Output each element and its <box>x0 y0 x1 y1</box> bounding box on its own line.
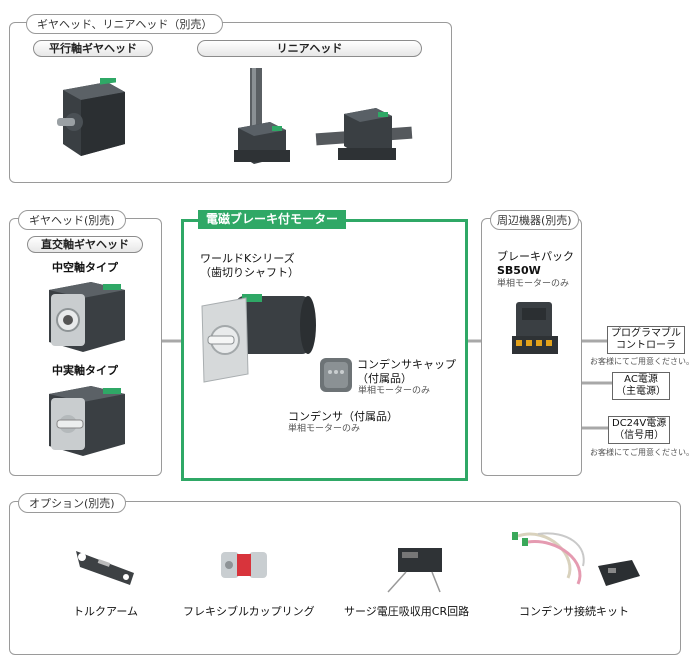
brake-pack-note: 単相モーターのみ <box>497 279 570 289</box>
panel-title: ギヤヘッド(別売) <box>18 210 126 230</box>
panel-title: 周辺機器(別売) <box>490 210 579 230</box>
ac-line2: （主電源） <box>616 386 666 397</box>
parallel-gearhead-pill: 平行軸ギヤヘッド <box>33 40 153 57</box>
panel-title: オプション(別売) <box>18 493 126 513</box>
brake-pack-label: ブレーキパック SB50W <box>497 250 574 278</box>
flexible-coupling-label: フレキシブルカップリング <box>183 605 315 618</box>
torque-arm-label: トルクアーム <box>73 605 139 618</box>
world-k-series-label: ワールドKシリーズ （歯切りシャフト） <box>200 252 299 280</box>
brake-motor-title: 電磁ブレーキ付モーター <box>198 210 347 229</box>
condenser-kit-image <box>512 532 640 586</box>
solid-shaft-label: 中実軸タイプ <box>52 364 118 377</box>
parallel-gearhead-image <box>57 78 125 156</box>
dc-line1: DC24V電源 <box>612 418 667 429</box>
dc-line2: （信号用） <box>614 430 665 441</box>
condenser-cap-image <box>320 358 352 392</box>
controller-note: お客様にてご用意ください。 <box>590 357 694 366</box>
condenser-kit-label: コンデンサ接続キット <box>519 605 629 618</box>
solid-shaft-gearhead-image <box>49 386 125 456</box>
series-line2: （歯切りシャフト） <box>200 266 299 279</box>
ac-line1: AC電源 <box>624 374 658 385</box>
right-angle-gearhead-pill: 直交軸ギヤヘッド <box>27 236 143 253</box>
dc24v-power-box: DC24V電源 （信号用） <box>608 416 671 444</box>
surge-cr-circuit-image <box>387 548 442 593</box>
brake-pack-line1: ブレーキパック <box>497 250 574 263</box>
dc-note: お客様にてご用意ください。 <box>590 448 694 457</box>
brake-pack-image <box>512 302 558 354</box>
hollow-shaft-gearhead-image <box>49 282 125 352</box>
condenser-cap-note: 単相モーターのみ <box>358 386 431 396</box>
ac-power-box: AC電源 （主電源） <box>612 372 670 400</box>
brake-motor-image <box>201 294 316 383</box>
linear-head-vertical-image <box>234 68 290 164</box>
flexible-coupling-image <box>221 552 267 578</box>
controller-line1: プログラマブル <box>611 328 681 339</box>
cap-line2: （付属品） <box>357 372 412 385</box>
linear-head-pill: リニアヘッド <box>197 40 422 57</box>
controller-line2: コントローラ <box>616 340 676 351</box>
cap-line1: コンデンサキャップ <box>357 358 456 371</box>
panel-title: ギヤヘッド、リニアヘッド（別売） <box>26 14 224 34</box>
surge-cr-circuit-label: サージ電圧吸収用CR回路 <box>344 605 470 618</box>
condenser-note: 単相モーターのみ <box>288 424 361 434</box>
programmable-controller-box: プログラマブル コントローラ <box>607 326 685 354</box>
condenser-label: コンデンサ（付属品） <box>288 410 398 423</box>
series-line1: ワールドKシリーズ <box>200 252 295 265</box>
condenser-cap-label: コンデンサキャップ （付属品） <box>357 358 456 386</box>
hollow-shaft-label: 中空軸タイプ <box>52 261 118 274</box>
linear-head-horizontal-image <box>315 108 413 160</box>
brake-pack-model: SB50W <box>497 264 541 277</box>
torque-arm-image <box>76 551 134 585</box>
